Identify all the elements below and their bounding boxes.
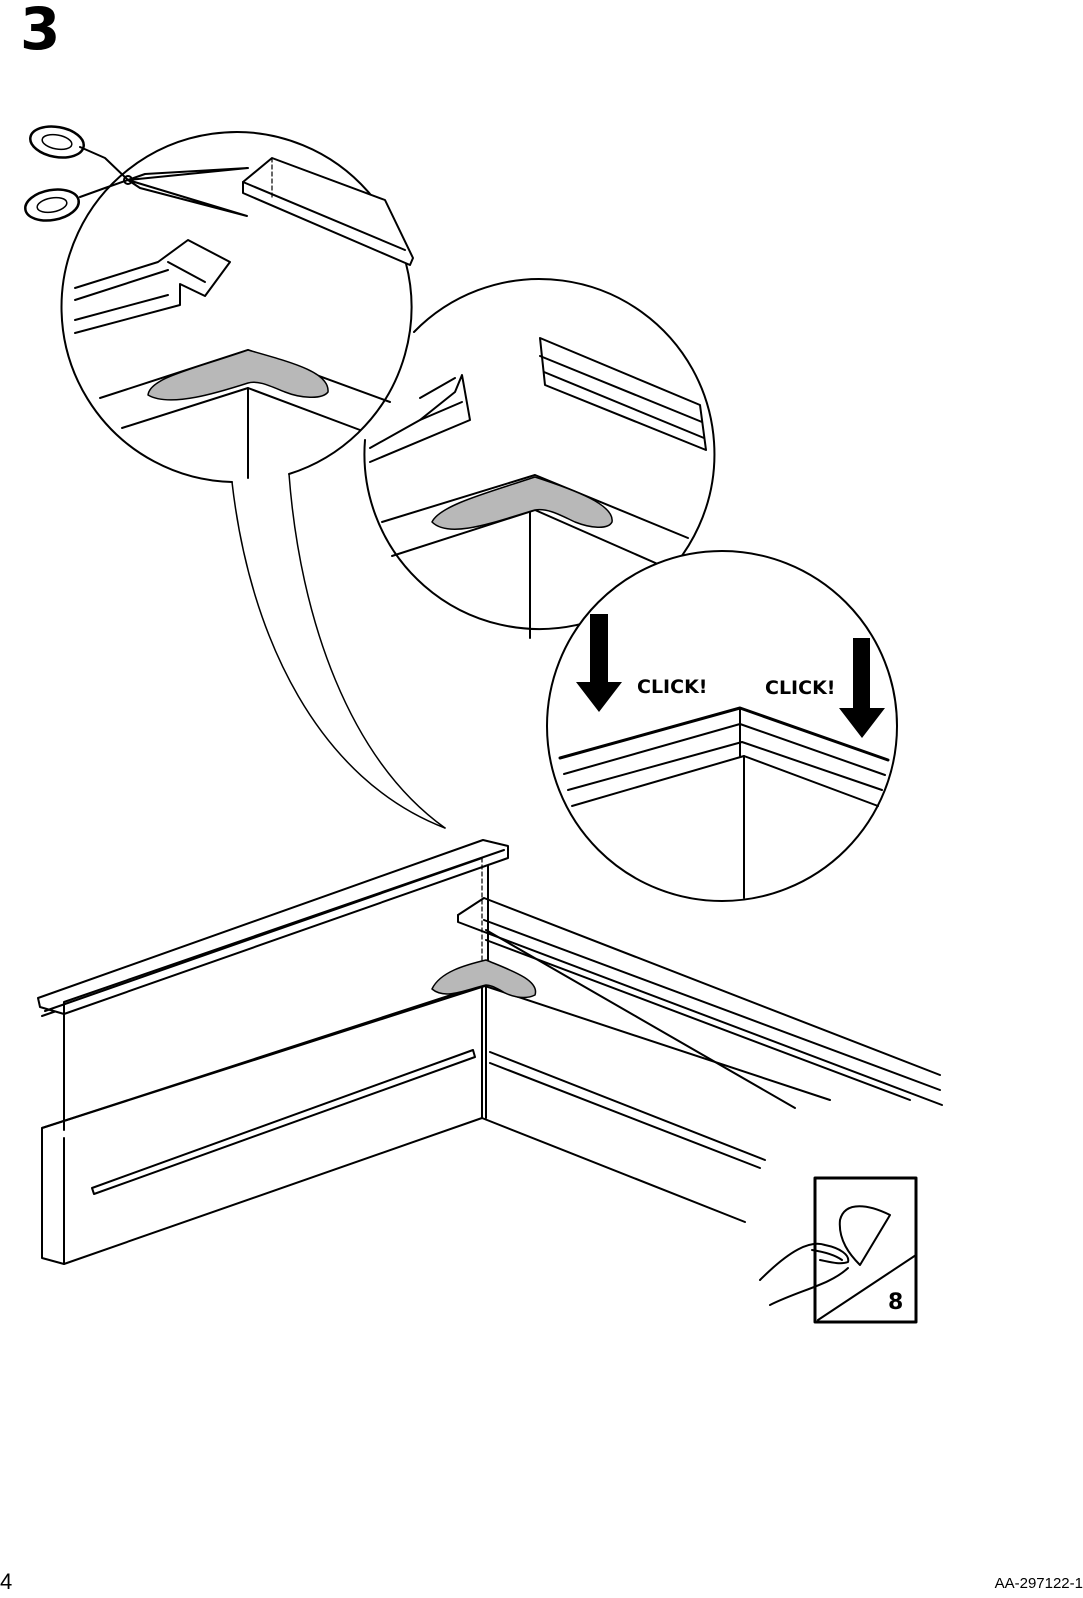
instruction-sheet-number: 8 [888, 1290, 903, 1315]
detail-circle-click [547, 551, 897, 901]
click-label-right: CLICK! [765, 677, 835, 699]
detail-circle-cut [62, 132, 445, 828]
scissors-icon [23, 123, 248, 225]
click-label-left: CLICK! [637, 676, 707, 698]
document-code: AA-297122-1 [995, 1575, 1083, 1593]
page-number: 4 [0, 1570, 12, 1594]
bed-frame-corner [38, 840, 942, 1264]
